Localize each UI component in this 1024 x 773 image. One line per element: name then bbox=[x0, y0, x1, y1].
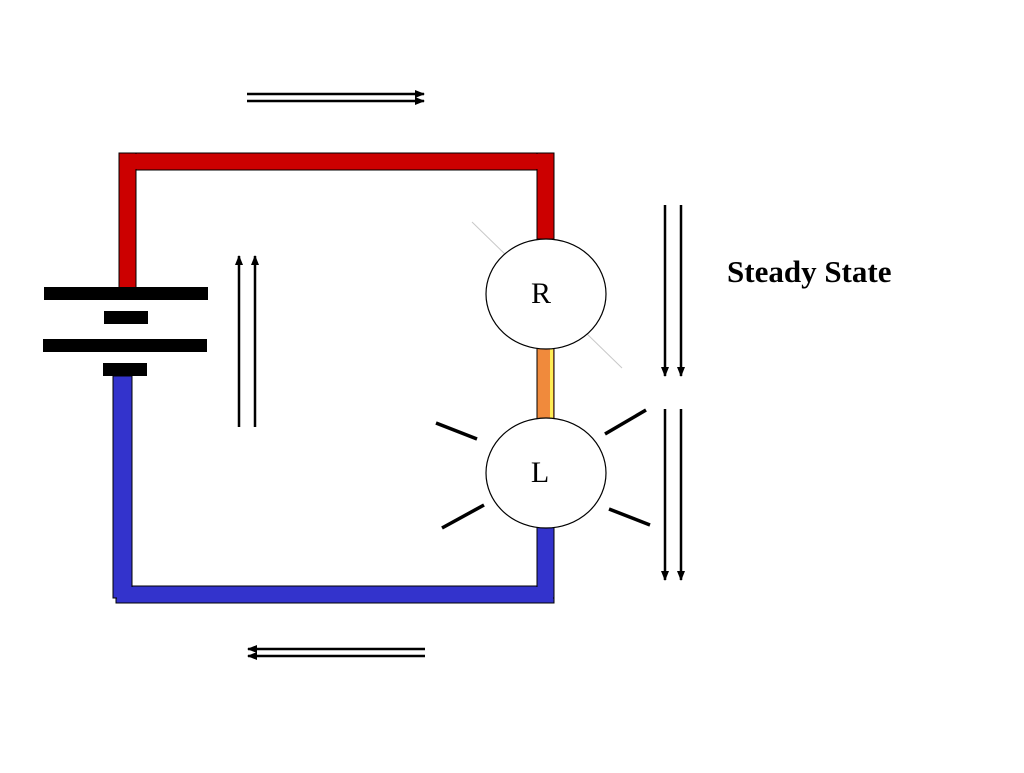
top-arrow-pair bbox=[247, 90, 425, 105]
battery-plate-long-1 bbox=[44, 287, 208, 300]
bottom-arrow-pair bbox=[247, 645, 425, 660]
positive-wire bbox=[118, 152, 555, 291]
resistor-voltage-arrow-pair bbox=[661, 205, 685, 377]
diagram-title: Steady State bbox=[727, 254, 892, 289]
battery-plate-short-2 bbox=[103, 363, 147, 376]
lamp: L bbox=[435, 408, 651, 530]
battery-arrow-pair bbox=[235, 255, 259, 427]
lamp-glow-rays bbox=[435, 408, 651, 530]
lamp-voltage-arrow-pair bbox=[661, 409, 685, 581]
glow-ray-upper-right bbox=[604, 408, 647, 436]
lamp-label: L bbox=[531, 456, 549, 489]
glow-ray-lower-left bbox=[441, 503, 485, 530]
battery-plate-short-1 bbox=[104, 311, 148, 324]
glow-ray-lower-right bbox=[608, 507, 651, 527]
lamp-circle bbox=[485, 417, 607, 529]
resistor: R bbox=[485, 238, 607, 350]
negative-wire bbox=[112, 375, 555, 604]
battery-plate-long-2 bbox=[43, 339, 207, 352]
battery bbox=[43, 287, 208, 376]
current-arrows bbox=[235, 90, 685, 660]
resistor-label: R bbox=[531, 277, 551, 310]
glow-ray-upper-left bbox=[435, 421, 478, 441]
resistor-lamp-link bbox=[536, 347, 555, 421]
left-red-wire bbox=[118, 152, 137, 291]
resistor-circle bbox=[485, 238, 607, 350]
